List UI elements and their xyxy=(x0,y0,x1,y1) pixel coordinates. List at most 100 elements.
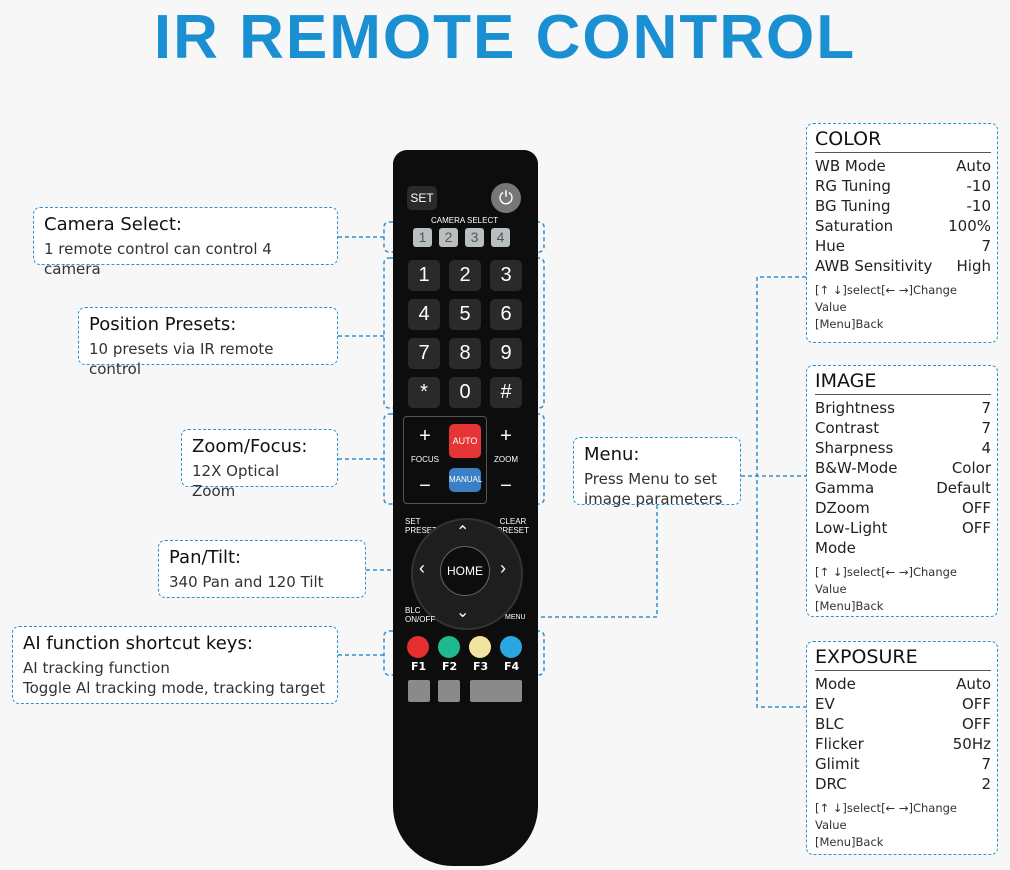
position-presets-heading: Position Presets: xyxy=(89,314,237,335)
image-hint-1: [↑ ↓]select[← →]Change Value xyxy=(815,565,957,596)
f4-label: F4 xyxy=(504,660,520,673)
setting-label: BLC xyxy=(815,715,845,733)
setting-label: Saturation xyxy=(815,217,894,235)
num-3-button[interactable]: 3 xyxy=(490,260,522,291)
setting-label: Low-Light xyxy=(815,519,888,537)
gray-button-3[interactable] xyxy=(470,680,522,702)
setting-label: Hue xyxy=(815,237,846,255)
left-arrow-icon[interactable]: ‹ xyxy=(419,558,425,578)
blc-label: BLC ON/OFF xyxy=(405,606,436,624)
setting-label: Flicker xyxy=(815,735,864,753)
focus-plus-button[interactable]: + xyxy=(410,422,440,450)
setting-label: RG Tuning xyxy=(815,177,891,195)
f1-button[interactable] xyxy=(407,636,429,658)
f4-button[interactable] xyxy=(500,636,522,658)
camera-select-label: CAMERA SELECT xyxy=(431,216,499,225)
exposure-hint-2: [Menu]Back xyxy=(815,835,884,849)
f2-button[interactable] xyxy=(438,636,460,658)
remote-control: SET ⏻ CAMERA SELECT 1 2 3 4 1 2 3 4 5 6 … xyxy=(393,150,538,866)
zoom-focus-desc: 12X Optical Zoom xyxy=(192,462,280,500)
setting-row: AWB Sensitivity High xyxy=(815,256,991,276)
clear-preset-label: CLEAR PRESET xyxy=(496,517,529,535)
zoom-minus-button[interactable]: − xyxy=(491,472,521,500)
setting-value: OFF xyxy=(961,715,991,733)
setting-label: Mode xyxy=(815,675,856,693)
num-2-button[interactable]: 2 xyxy=(449,260,481,291)
num-1-button[interactable]: 1 xyxy=(408,260,440,291)
zoom-plus-button[interactable]: + xyxy=(491,422,521,450)
setting-value: High xyxy=(956,257,991,275)
setting-row: DRC 2 xyxy=(815,774,991,794)
setting-value: 100% xyxy=(948,217,991,235)
f3-button[interactable] xyxy=(469,636,491,658)
f3-label: F3 xyxy=(473,660,489,673)
ai-shortcut-heading: AI function shortcut keys: xyxy=(23,633,253,654)
num-8-button[interactable]: 8 xyxy=(449,338,481,369)
color-panel-title: COLOR xyxy=(815,128,991,153)
menu-callout: Menu: Press Menu to set image parameters xyxy=(573,437,741,508)
exposure-hint-1: [↑ ↓]select[← →]Change Value xyxy=(815,801,957,832)
cam-4-button[interactable]: 4 xyxy=(491,228,510,247)
gray-button-2[interactable] xyxy=(438,680,460,702)
focus-minus-button[interactable]: − xyxy=(410,472,440,500)
pan-tilt-heading: Pan/Tilt: xyxy=(169,547,242,568)
setting-row: Saturation 100% xyxy=(815,216,991,236)
right-arrow-icon[interactable]: › xyxy=(500,558,506,578)
num-7-button[interactable]: 7 xyxy=(408,338,440,369)
hash-button[interactable]: # xyxy=(490,377,522,408)
setting-label: B&W-Mode xyxy=(815,459,898,477)
up-arrow-icon[interactable]: ⌃ xyxy=(456,524,470,541)
setting-label: WB Mode xyxy=(815,157,886,175)
camera-select-callout: Camera Select: 1 remote control can cont… xyxy=(33,207,338,278)
zoom-label: ZOOM xyxy=(494,455,518,464)
setting-value: OFF xyxy=(961,519,991,537)
setting-value: Auto xyxy=(956,157,991,175)
power-button[interactable]: ⏻ xyxy=(491,183,521,213)
direction-pad[interactable] xyxy=(411,518,523,630)
setting-label: Brightness xyxy=(815,399,895,417)
manual-button[interactable]: MANUAL xyxy=(449,468,482,492)
setting-row: WB Mode Auto xyxy=(815,156,991,176)
setting-label: Sharpness xyxy=(815,439,894,457)
set-button[interactable]: SET xyxy=(407,186,437,210)
cam-3-button[interactable]: 3 xyxy=(465,228,484,247)
setting-label: DRC xyxy=(815,775,847,793)
ai-shortcut-callout: AI function shortcut keys: AI tracking f… xyxy=(12,626,338,704)
set-preset-label: SET PRESET xyxy=(405,517,438,535)
gray-button-1[interactable] xyxy=(408,680,430,702)
focus-label: FOCUS xyxy=(411,455,439,464)
setting-value: OFF xyxy=(961,499,991,517)
menu-button[interactable]: MENU xyxy=(505,614,526,621)
setting-label: Gamma xyxy=(815,479,875,497)
setting-value: 2 xyxy=(981,775,991,793)
num-9-button[interactable]: 9 xyxy=(490,338,522,369)
num-0-button[interactable]: 0 xyxy=(449,377,481,408)
cam-1-button[interactable]: 1 xyxy=(413,228,432,247)
setting-label: BG Tuning xyxy=(815,197,891,215)
num-4-button[interactable]: 4 xyxy=(408,299,440,330)
home-button[interactable]: HOME xyxy=(440,546,490,596)
setting-label: Contrast xyxy=(815,419,880,437)
star-button[interactable]: * xyxy=(408,377,440,408)
menu-desc-2: image parameters xyxy=(584,490,723,508)
down-arrow-icon[interactable]: ⌄ xyxy=(456,604,470,621)
cam-2-button[interactable]: 2 xyxy=(439,228,458,247)
image-hint-2: [Menu]Back xyxy=(815,599,884,613)
setting-label: AWB Sensitivity xyxy=(815,257,933,275)
num-6-button[interactable]: 6 xyxy=(490,299,522,330)
focus-group xyxy=(403,416,487,504)
camera-select-heading: Camera Select: xyxy=(44,214,182,235)
num-5-button[interactable]: 5 xyxy=(449,299,481,330)
auto-button[interactable]: AUTO xyxy=(449,424,481,458)
